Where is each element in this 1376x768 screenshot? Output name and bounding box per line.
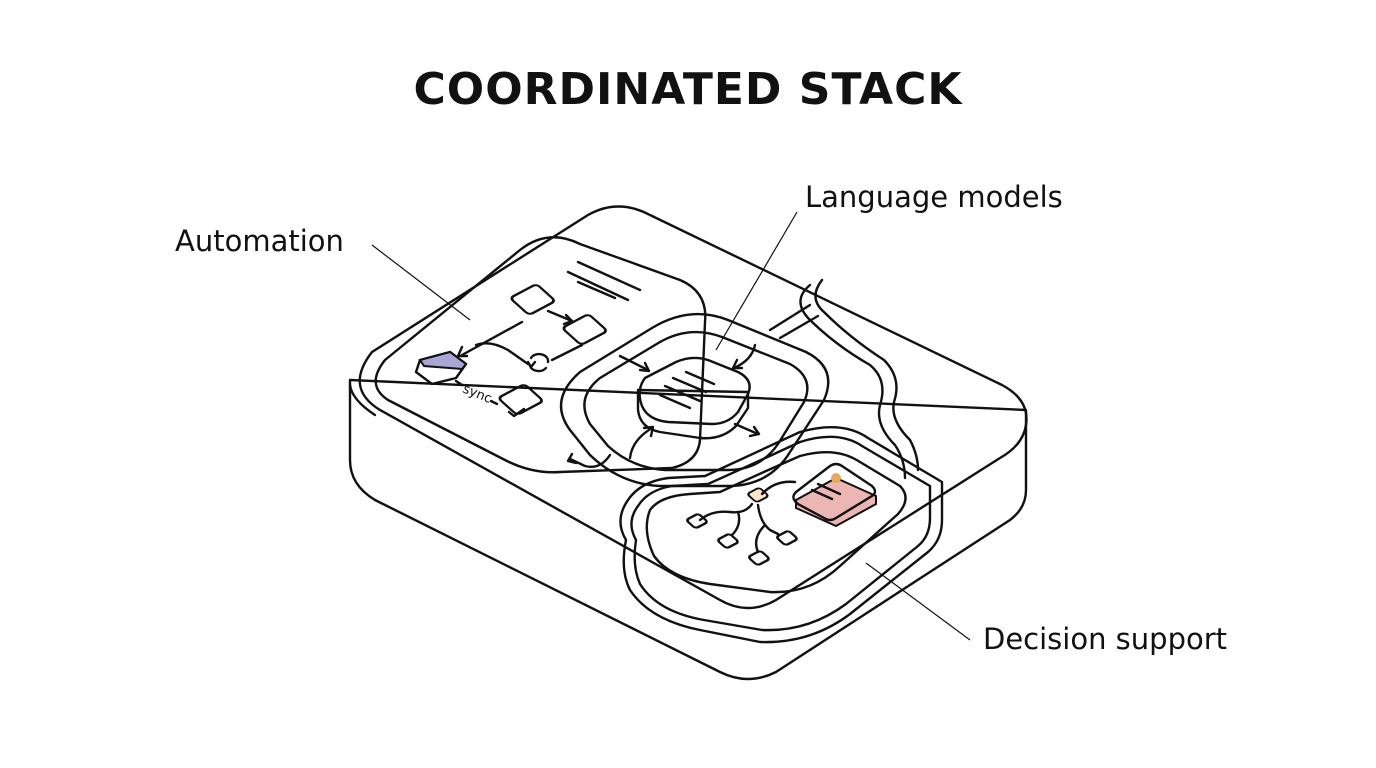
diagram-title: COORDINATED STACK (413, 64, 963, 115)
automation-panel: sync (374, 236, 707, 474)
channel-groove (768, 278, 920, 480)
leader-line-automation (371, 244, 471, 321)
flow-node-icon (510, 284, 555, 315)
base-slab (348, 205, 1028, 681)
window-icon (414, 350, 468, 386)
label-automation: Automation (175, 224, 344, 258)
flow-node-icon (562, 314, 607, 345)
leader-line-decision-support (865, 562, 971, 641)
label-language-models: Language models (805, 180, 1063, 214)
language-models-panel (559, 312, 830, 488)
leader-line-language-models (715, 211, 798, 351)
document-lines-icon (638, 356, 751, 426)
label-decision-support: Decision support (983, 622, 1228, 656)
decision-support-panel (619, 426, 944, 644)
cycle-icon (526, 352, 550, 373)
report-card-icon (792, 462, 877, 528)
status-dot-icon (831, 473, 841, 483)
tree-diagram-icon (686, 480, 798, 566)
check-icon (498, 384, 543, 418)
